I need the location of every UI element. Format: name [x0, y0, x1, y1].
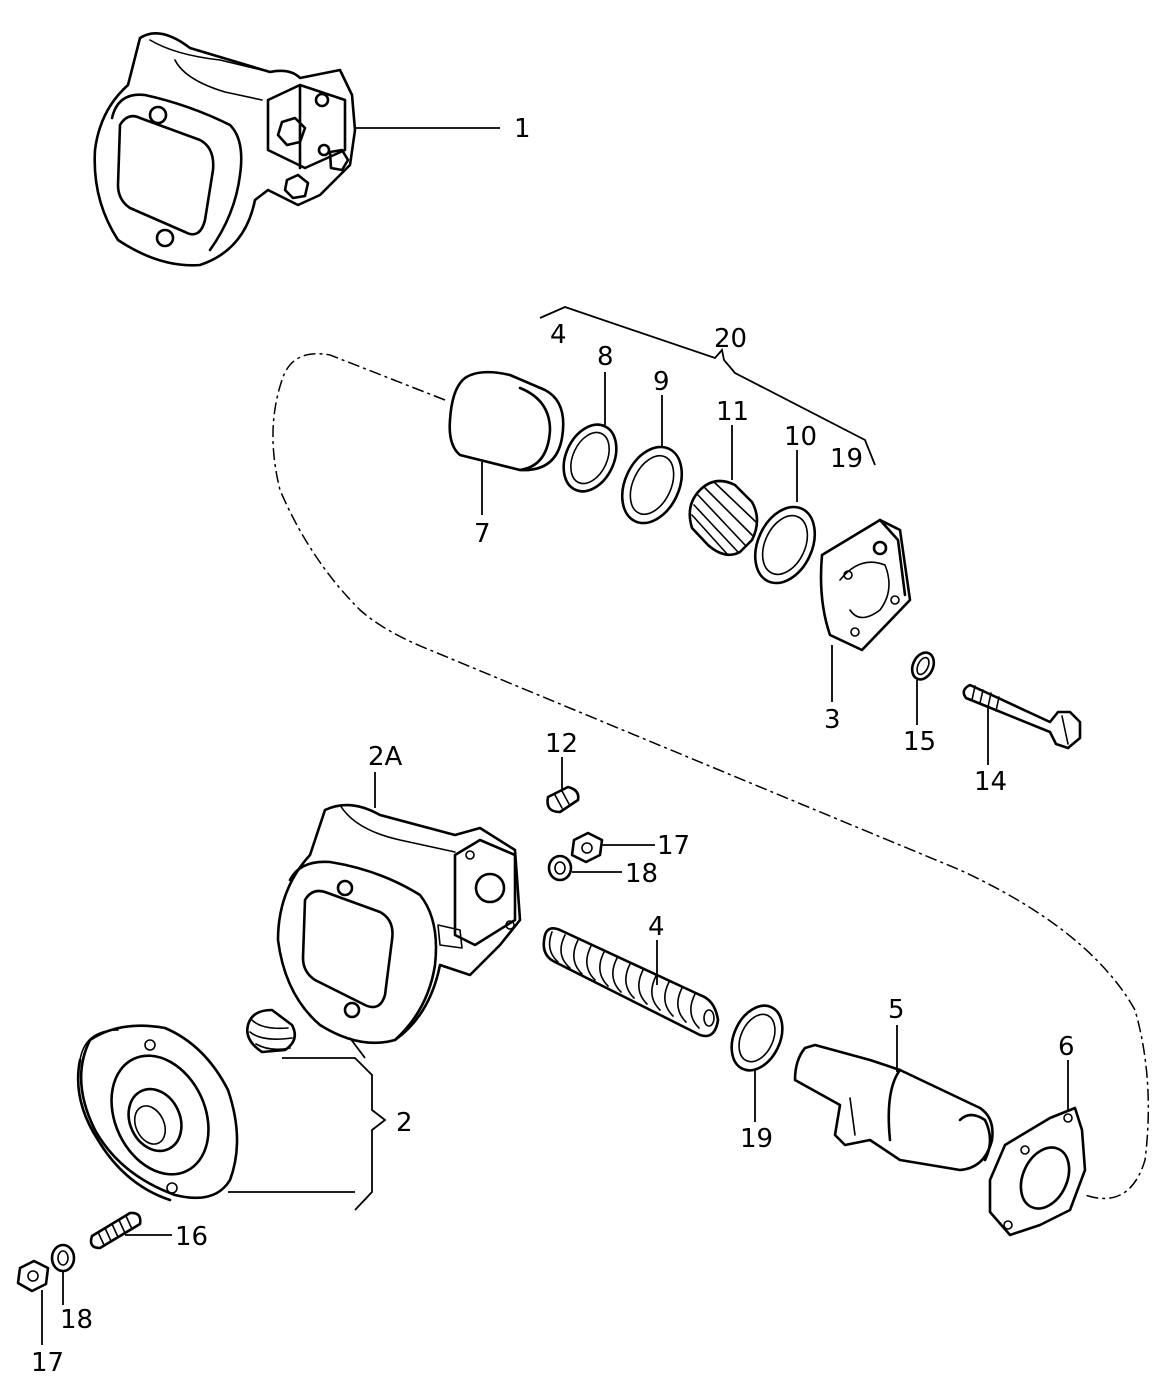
- part-14-bolt: [962, 683, 1082, 750]
- part-12-plug: [546, 785, 580, 814]
- callout-6: 6: [1058, 1032, 1075, 1062]
- part-17-nut-upper: [570, 831, 604, 864]
- part-2-small-spring: [246, 1008, 297, 1054]
- assembly-boundary-line: [272, 353, 1150, 1200]
- callout-16: 16: [175, 1222, 208, 1252]
- callout-8: 8: [597, 342, 614, 372]
- callout-18-upper: 18: [625, 859, 658, 889]
- part-10-ring: [753, 505, 817, 585]
- callout-17-upper: 17: [657, 831, 690, 861]
- part-9-ring: [620, 445, 684, 525]
- kit-bracket-20: [539, 306, 876, 466]
- callout-20: 20: [714, 324, 747, 354]
- callout-19-top: 19: [830, 444, 863, 474]
- callout-2a: 2A: [368, 742, 403, 772]
- callout-14: 14: [974, 767, 1007, 797]
- callout-4-top: 4: [550, 320, 567, 350]
- part-2-end-cover: [76, 1024, 239, 1202]
- callout-11: 11: [716, 397, 749, 427]
- part-11-threaded-piston: [688, 479, 759, 557]
- callout-3: 3: [824, 705, 841, 735]
- part-18-washer-lower: [50, 1243, 76, 1273]
- part-15-washer: [910, 651, 936, 681]
- leader-2-housing: [349, 1037, 366, 1059]
- part-19-ring: [730, 1004, 784, 1072]
- callout-7: 7: [474, 519, 491, 549]
- callout-17-lower: 17: [31, 1348, 64, 1378]
- callout-15: 15: [903, 727, 936, 757]
- part-8-ring: [562, 423, 618, 493]
- part-3-cover: [819, 518, 912, 652]
- part-4-spring: [542, 927, 720, 1038]
- callout-19: 19: [740, 1124, 773, 1154]
- part-1-housing-assembly: [93, 32, 357, 267]
- callout-4: 4: [648, 912, 665, 942]
- part-16-stud: [89, 1211, 142, 1250]
- part-5-plunger: [793, 1043, 994, 1172]
- callout-10: 10: [784, 422, 817, 452]
- callout-9: 9: [653, 367, 670, 397]
- part-6-gasket: [988, 1106, 1087, 1237]
- part-18-washer-upper: [547, 854, 573, 882]
- bracket-2: [282, 1057, 387, 1211]
- callout-2: 2: [396, 1108, 413, 1138]
- part-17-nut-lower: [16, 1259, 50, 1293]
- part-7-cylinder: [448, 370, 565, 472]
- callout-5: 5: [888, 995, 905, 1025]
- callout-12: 12: [545, 729, 578, 759]
- part-2a-housing: [276, 803, 522, 1045]
- callout-1: 1: [514, 114, 531, 144]
- callout-18-lower: 18: [60, 1305, 93, 1335]
